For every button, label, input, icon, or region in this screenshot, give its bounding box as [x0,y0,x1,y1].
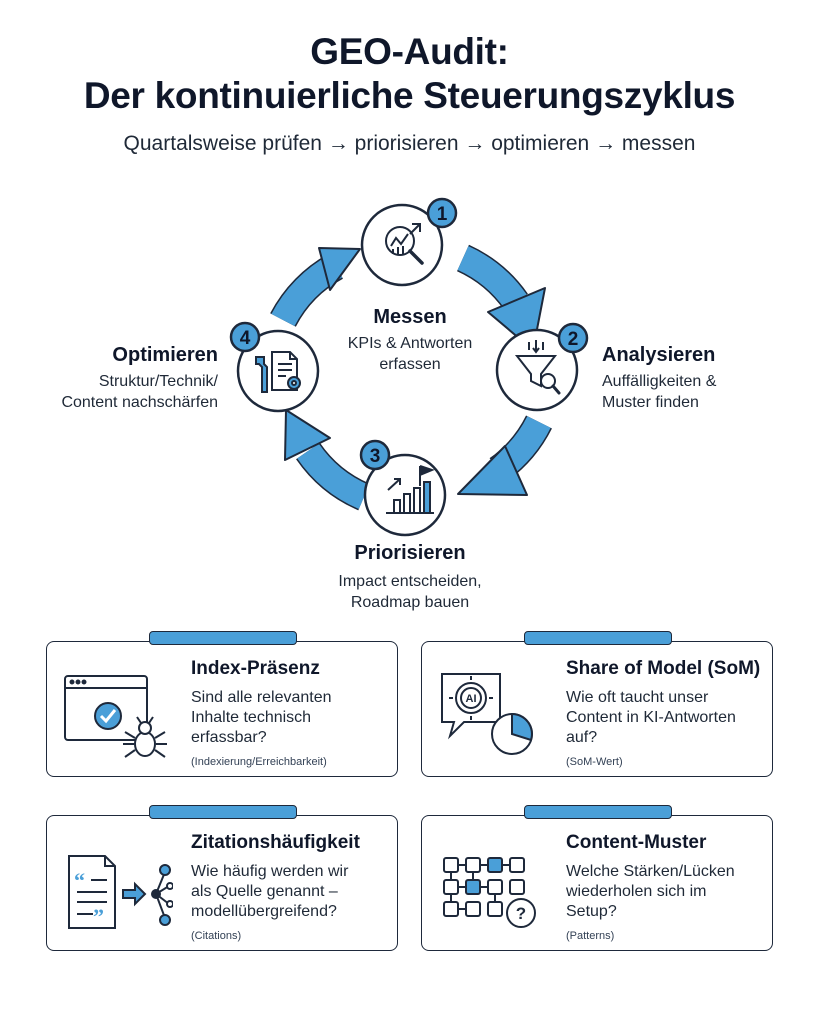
step-2-desc-line2: Muster finden [602,394,699,411]
card-question-line1: Sind alle relevanten [191,689,332,706]
card-title: Zitationshäufigkeit [191,832,360,853]
card-question-line1: Welche Stärken/Lücken [566,863,735,880]
svg-text:”: ” [93,904,104,929]
card-tab [524,805,672,819]
card-note: (Citations) [191,930,242,942]
wrench-document-gear-icon [255,351,301,393]
analytics-magnifier-icon [385,223,424,265]
quote-document-network-icon: “ ” [68,855,173,929]
card-question-line3: auf? [566,729,598,746]
step-3-label: Priorisieren Impact entscheiden, Roadmap… [290,542,530,613]
card-tab [524,631,672,645]
card-content-muster: ? Content-Muster Welche Stärken/Lücken w… [421,805,773,951]
card-zitationshaeufigkeit: “ ” Zitationshäufigkeit Wie häufig werde… [46,805,398,951]
card-share-of-model: AI Share of Model (SoM) Wie oft taucht u… [421,631,773,777]
step-2-node: 2 [495,322,589,412]
step-4-node: 4 [229,321,320,413]
card-title: Share of Model (SoM) [566,658,761,679]
step-3-title: Priorisieren [354,542,466,564]
card-question-line3: erfassbar? [191,729,267,746]
card-question-line3: Setup? [566,903,617,920]
browser-bug-icon [64,675,167,758]
step-4-label: Optimieren Struktur/Technik/ Content nac… [20,344,218,413]
step-1-label: Messen KPIs & Antworten erfassen [310,306,510,375]
card-question-line2: wiederholen sich im [566,883,707,900]
svg-text:?: ? [516,904,526,923]
funnel-magnifier-icon [514,340,561,395]
bar-chart-flag-icon [386,465,435,514]
ai-chip-label: AI [466,693,477,705]
step-4-number: 4 [240,328,251,349]
step-1-desc-line1: KPIs & Antworten [347,335,473,352]
card-title: Index-Präsenz [191,658,320,679]
step-4-title: Optimieren [112,344,218,366]
step-2-desc-line1: Auffälligkeiten & [602,373,717,390]
step-2-title: Analysieren [602,344,716,366]
step-1-title: Messen [373,306,447,328]
cycle-arrowhead-2-to-3 [457,445,528,496]
step-3-badge [359,439,391,471]
pattern-grid-question-icon: ? [443,857,536,928]
step-4-desc-line2: Content nachschärfen [61,394,218,411]
step-4-badge [229,321,261,353]
step-3-desc-line1: Impact entscheiden, [338,573,482,590]
card-tab [149,631,297,645]
title-line-1: GEO-Audit: [310,31,509,72]
cycle-arrowhead-4-to-1 [318,247,361,291]
card-question-line2: Inhalte technisch [191,709,312,726]
ai-chat-pie-icon: AI [441,673,533,755]
step-1-number: 1 [437,204,448,225]
title-line-2: Der kontinuierliche Steuerungszyklus [83,75,736,116]
step-3-number: 3 [370,446,381,467]
page-subtitle: Quartalsweise prüfen → priorisieren → op… [123,132,696,155]
step-2-number: 2 [568,329,579,350]
cycle-arrowhead-3-to-4 [284,409,331,461]
card-note: (SoM-Wert) [566,756,623,768]
card-title: Content-Muster [566,832,707,853]
step-2-label: Analysieren Auffälligkeiten & Muster fin… [602,344,812,413]
card-note: (Indexierung/Erreichbarkeit) [191,756,327,768]
step-3-node: 3 [359,439,447,537]
step-1-desc-line2: erfassen [379,356,441,373]
card-question-line1: Wie häufig werden wir [191,863,349,880]
svg-text:“: “ [74,868,85,893]
card-question-line3: modellübergreifend? [191,903,337,920]
page-title: GEO-Audit: Der kontinuierliche Steuerung… [0,30,819,118]
card-note: (Patterns) [566,930,615,942]
step-1-node: 1 [360,197,458,287]
card-question-line2: als Quelle genannt – [191,883,338,900]
step-1-badge [426,197,458,229]
card-tab [149,805,297,819]
card-index-praesenz: Index-Präsenz Sind alle relevanten Inhal… [46,631,398,777]
step-2-badge [557,322,589,354]
step-3-desc-line2: Roadmap bauen [350,594,470,611]
card-question-line2: Content in KI-Antworten [566,709,736,726]
card-question-line1: Wie oft taucht unser [566,689,709,706]
cycle-diagram: 1 2 3 [229,197,589,537]
step-4-desc-line1: Struktur/Technik/ [98,373,218,390]
